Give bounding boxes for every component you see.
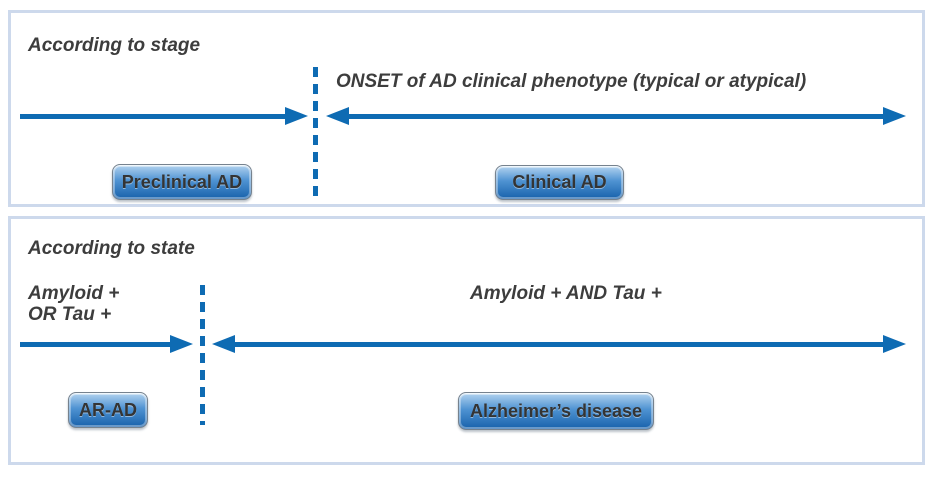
amyloid-or-tau-line1: Amyloid + (28, 283, 120, 304)
arrowhead-right-icon (170, 335, 193, 353)
alzheimers-arrow (212, 335, 906, 353)
preclinical-badge: Preclinical AD (112, 164, 252, 200)
panel-stage: According to stage ONSET of AD clinical … (8, 10, 925, 207)
arrow-shaft (20, 113, 285, 119)
arad-badge: AR-AD (68, 392, 148, 428)
arrowhead-right-icon (285, 107, 308, 125)
arrowhead-right-icon (883, 335, 906, 353)
arrowhead-right-icon (883, 107, 906, 125)
alzheimers-badge: Alzheimer’s disease (458, 392, 654, 430)
amyloid-or-tau-line2: OR Tau + (28, 304, 112, 325)
clinical-badge: Clinical AD (495, 165, 624, 200)
stage-heading: According to stage (28, 35, 201, 56)
state-heading: According to state (28, 238, 195, 259)
arrow-shaft (20, 341, 170, 347)
clinical-arrow (326, 107, 906, 125)
amyloid-and-tau-label: Amyloid + AND Tau + (470, 283, 662, 304)
arrow-shaft (349, 113, 883, 119)
onset-dashed-divider (313, 67, 318, 198)
panel-state: According to state Amyloid + OR Tau + Am… (8, 216, 925, 465)
preclinical-arrow (20, 107, 308, 125)
arrowhead-left-icon (326, 107, 349, 125)
arrow-shaft (235, 341, 883, 347)
state-dashed-divider (200, 285, 205, 425)
arad-arrow (20, 335, 193, 353)
arrowhead-left-icon (212, 335, 235, 353)
onset-label: ONSET of AD clinical phenotype (typical … (336, 71, 807, 92)
amyloid-or-tau-label: Amyloid + OR Tau + (28, 283, 119, 325)
